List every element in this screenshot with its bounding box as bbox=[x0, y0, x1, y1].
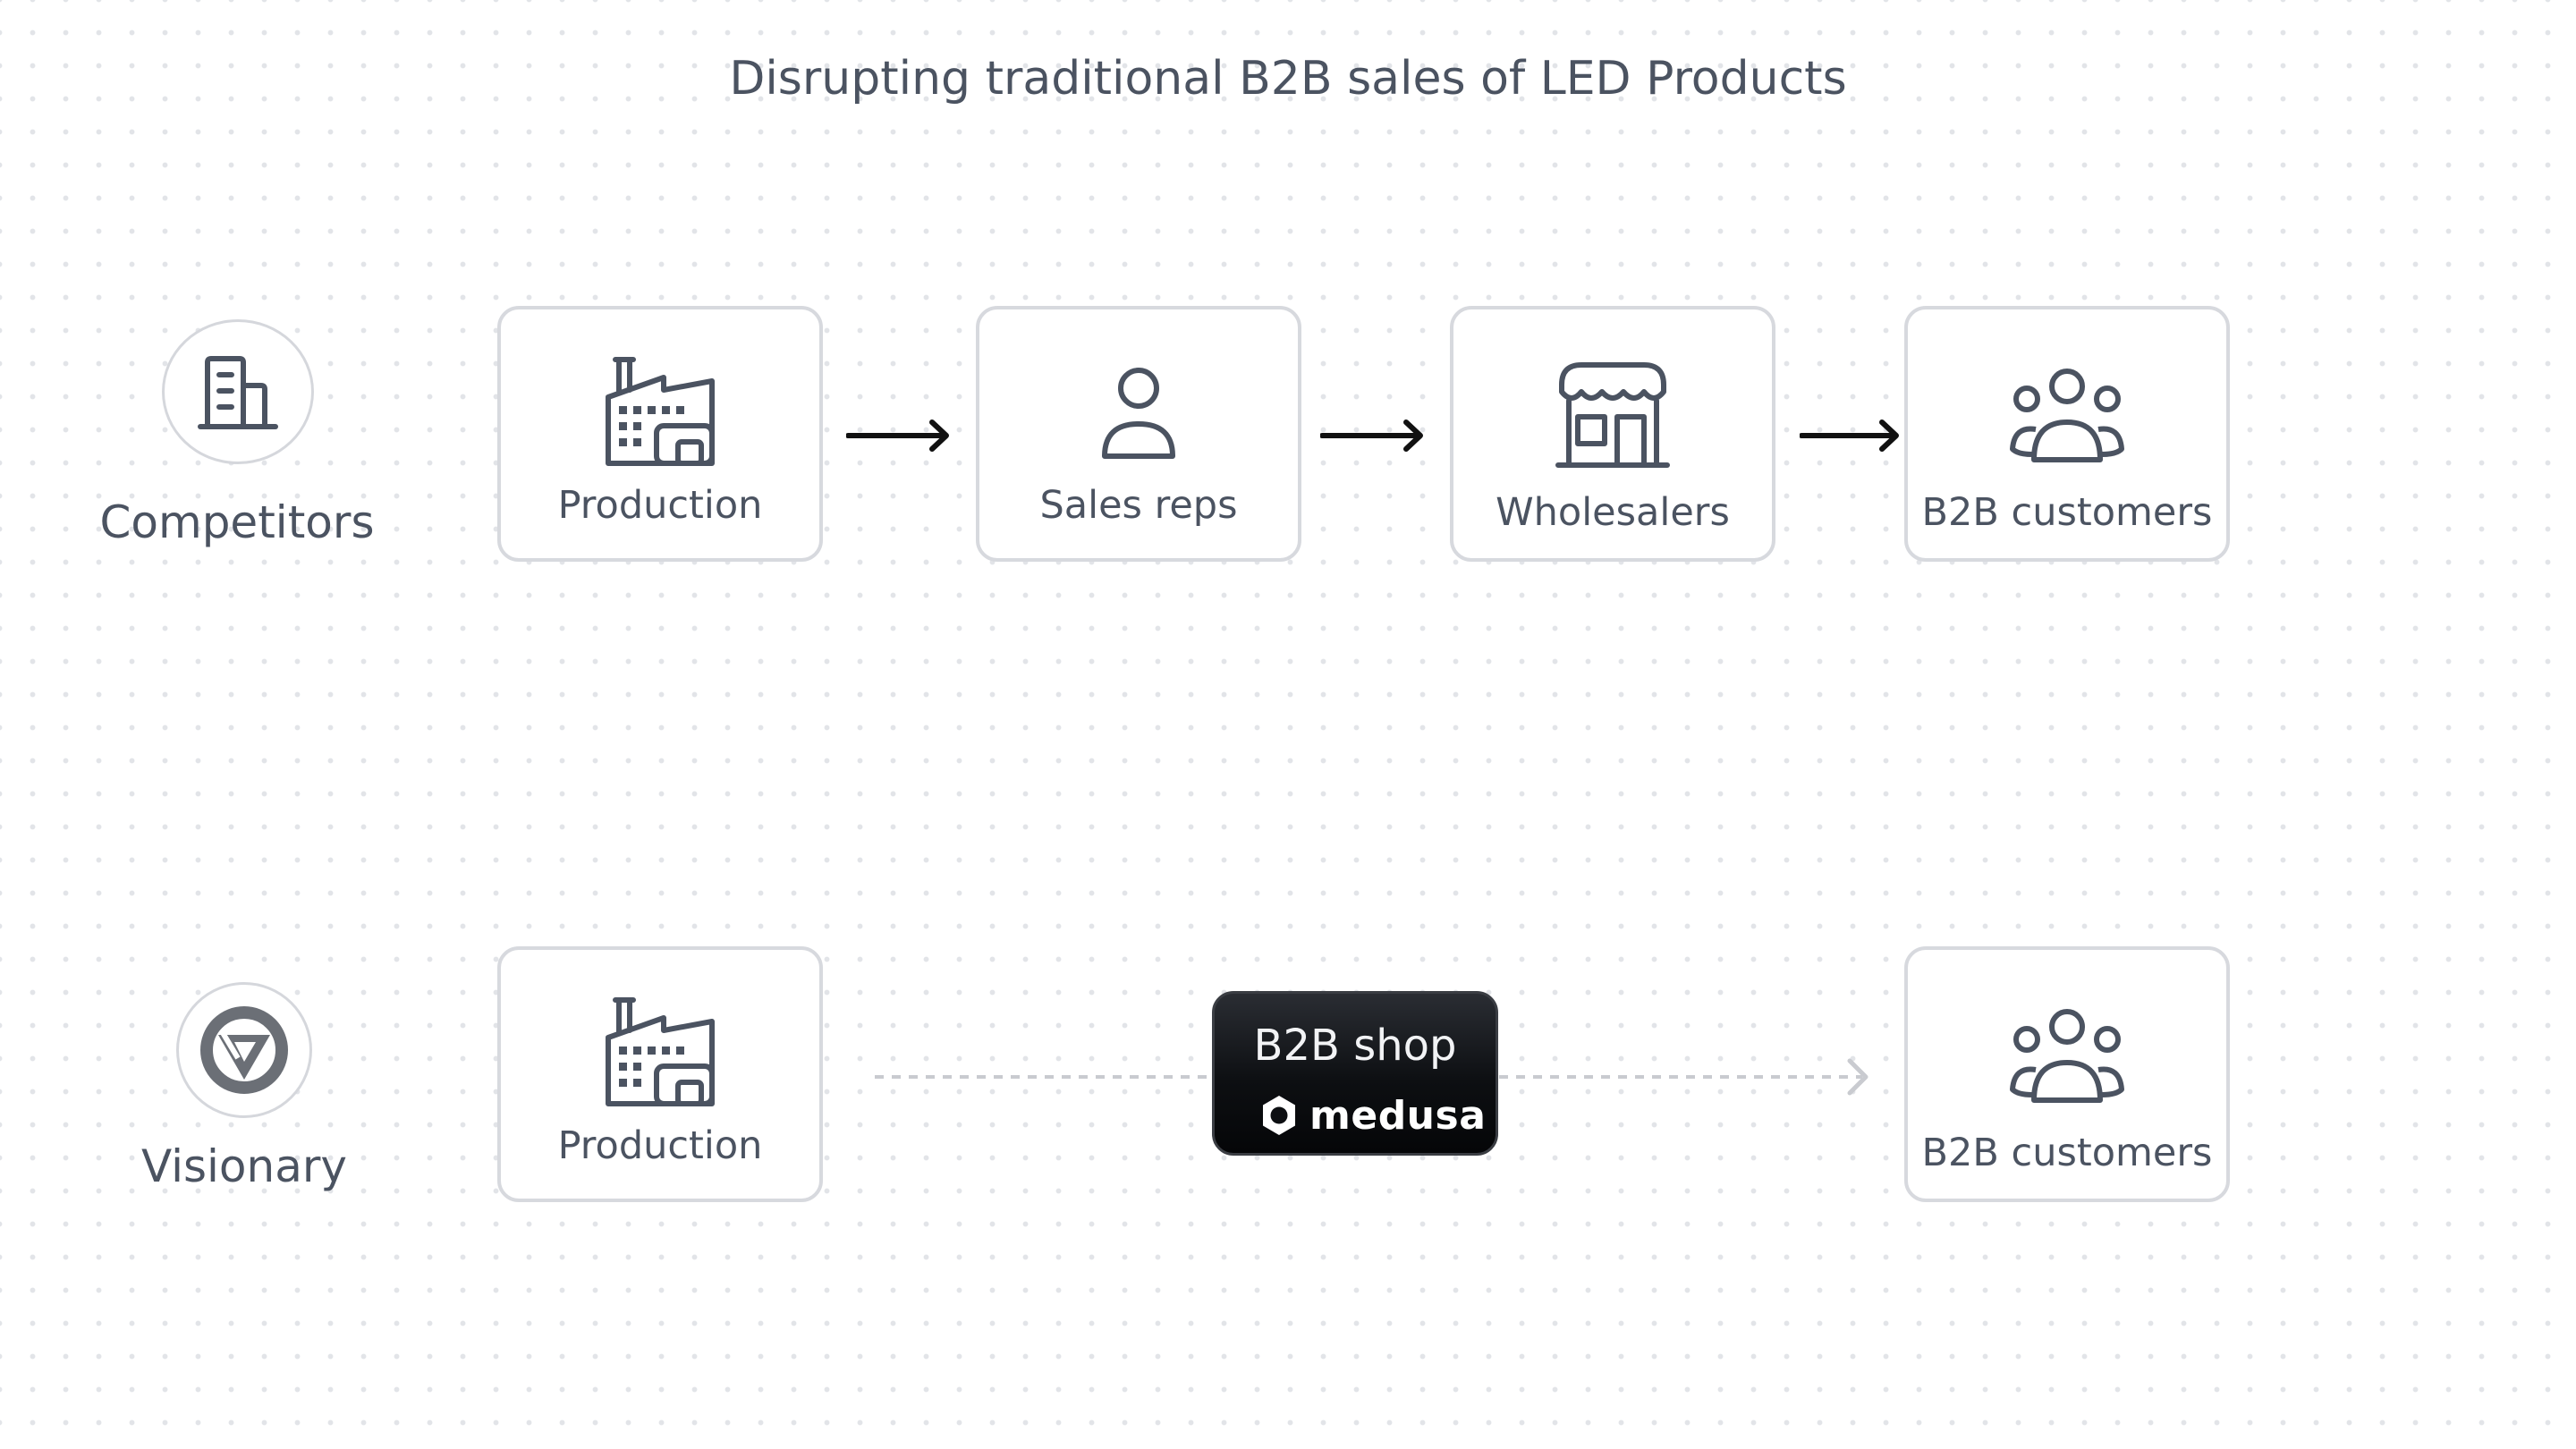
factory-icon bbox=[606, 997, 715, 1106]
step-label: B2B customers bbox=[1921, 490, 2213, 535]
arrow-right-icon bbox=[1320, 419, 1423, 452]
medusa-logo-icon bbox=[1263, 1096, 1295, 1135]
competitors-step-sales-reps: Sales reps bbox=[976, 306, 1301, 562]
competitors-step-production: Production bbox=[497, 306, 823, 562]
users-group-icon bbox=[2010, 1009, 2124, 1103]
storefront-icon bbox=[1555, 362, 1670, 468]
person-icon bbox=[1102, 368, 1175, 459]
arrow-right-icon bbox=[1800, 419, 1899, 452]
visionary-logo-icon bbox=[200, 1006, 288, 1094]
factory-icon bbox=[606, 357, 715, 466]
arrow-right-icon bbox=[846, 419, 949, 452]
step-label: Production bbox=[557, 1123, 763, 1168]
visionary-label: Visionary bbox=[140, 1140, 347, 1192]
brand-name: medusa bbox=[1309, 1092, 1487, 1139]
diagram-title: Disrupting traditional B2B sales of LED … bbox=[729, 52, 1847, 106]
step-label: B2B customers bbox=[1921, 1131, 2213, 1175]
building-icon bbox=[198, 356, 278, 429]
visionary-avatar bbox=[176, 982, 312, 1118]
chevron-right-icon bbox=[1847, 1058, 1868, 1096]
competitors-step-b2b-customers: B2B customers bbox=[1904, 306, 2230, 562]
users-group-icon bbox=[2010, 369, 2124, 462]
shop-title: B2B shop bbox=[1253, 1021, 1457, 1071]
competitors-avatar bbox=[162, 319, 314, 464]
competitors-label: Competitors bbox=[99, 496, 375, 548]
medusa-brand: medusa bbox=[1259, 1092, 1486, 1139]
step-label: Sales reps bbox=[1039, 483, 1238, 528]
b2b-shop-node: B2B shop medusa bbox=[1212, 991, 1498, 1156]
dashed-connector bbox=[875, 1058, 1868, 1096]
step-label: Production bbox=[557, 483, 763, 528]
visionary-step-production: Production bbox=[497, 946, 823, 1202]
step-label: Wholesalers bbox=[1496, 490, 1730, 535]
visionary-step-b2b-customers: B2B customers bbox=[1904, 946, 2230, 1202]
competitors-step-wholesalers: Wholesalers bbox=[1450, 306, 1775, 562]
